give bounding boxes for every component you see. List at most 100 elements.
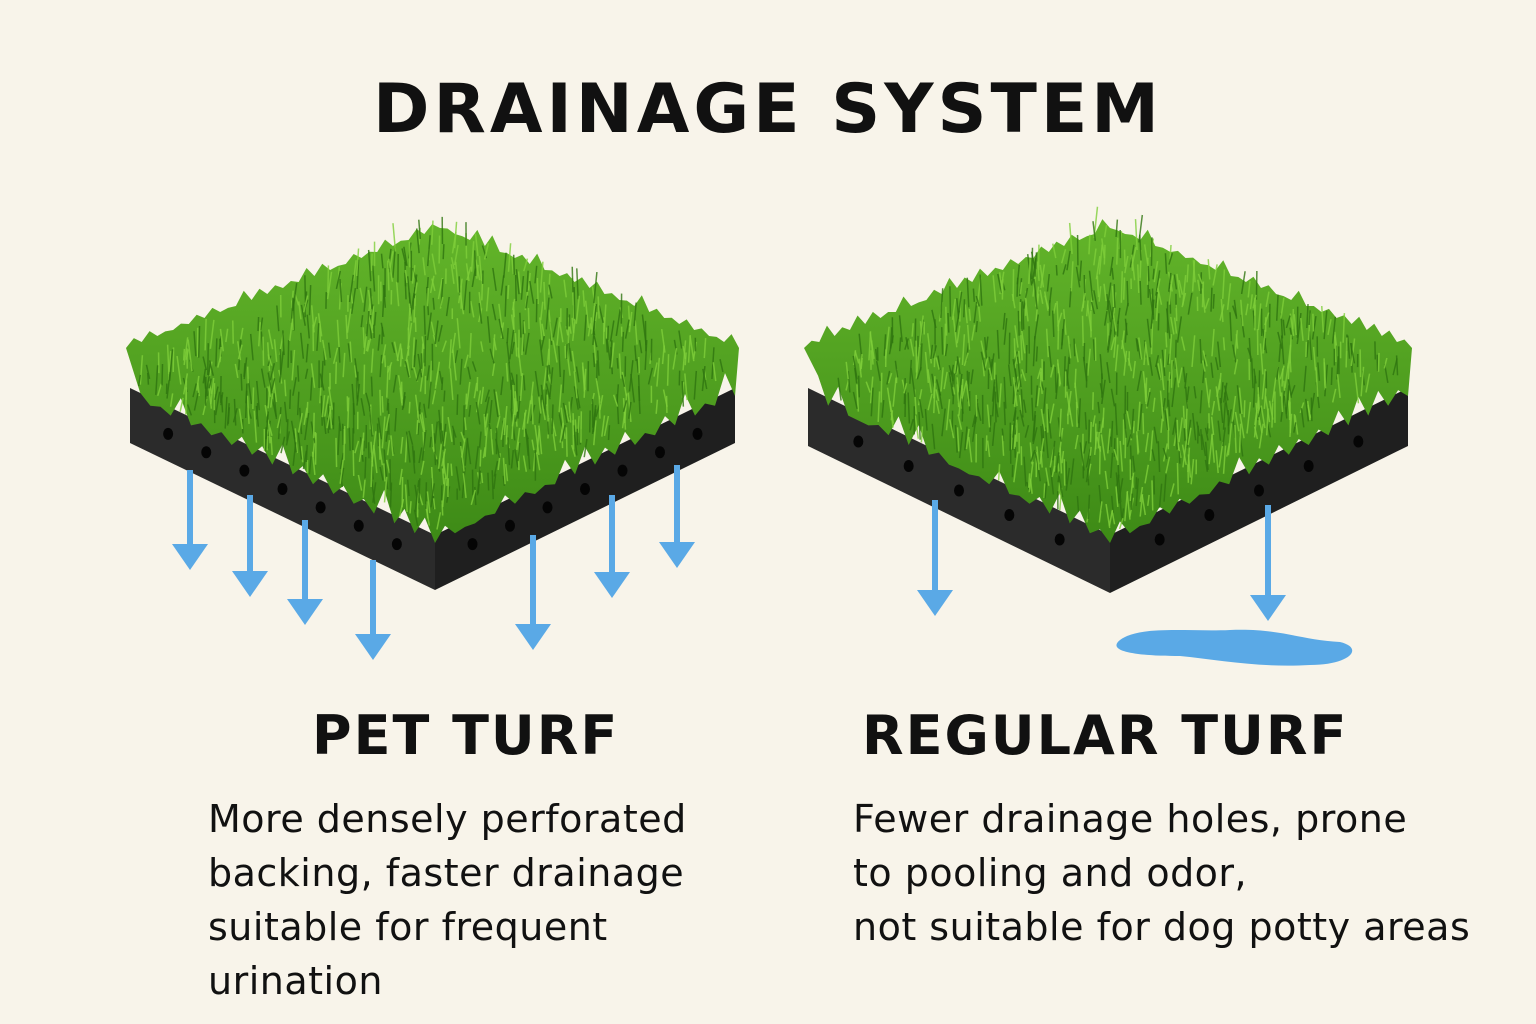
grass-blade	[517, 395, 521, 419]
grass-blade	[1232, 305, 1238, 317]
grass-blade	[426, 491, 431, 514]
grass-blade	[1092, 415, 1096, 427]
grass-blade	[1144, 464, 1150, 484]
grass-blade	[898, 315, 903, 343]
grass-blade	[539, 301, 544, 321]
grass-blade	[975, 320, 978, 333]
drainage-hole	[692, 427, 703, 440]
grass-blade	[1308, 331, 1313, 360]
grass-blade	[1155, 294, 1160, 322]
grass-blade	[880, 372, 883, 403]
drainage-hole	[467, 538, 478, 551]
grass-blade	[1182, 366, 1186, 383]
grass-blade	[452, 429, 455, 446]
grass-blade	[473, 382, 478, 399]
grass-blade	[857, 375, 861, 398]
grass-blade	[392, 374, 398, 393]
grass-blade	[1200, 429, 1203, 451]
grass-blade	[495, 391, 501, 416]
grass-blade	[558, 322, 564, 343]
grass-blade	[1240, 271, 1246, 295]
description-line: suitable for frequent	[208, 905, 608, 949]
grass-blade	[556, 317, 561, 346]
grass-blade	[1042, 387, 1047, 414]
grass-blade	[1289, 334, 1292, 364]
grass-blade	[945, 306, 948, 336]
grass-blade	[480, 472, 484, 484]
grass-blade	[1327, 319, 1332, 336]
page-title: DRAINAGE SYSTEM	[373, 70, 1163, 149]
grass-blade	[503, 252, 507, 278]
grass-blade	[439, 296, 444, 309]
grass-blade	[1184, 373, 1188, 389]
grass-blade	[237, 344, 243, 360]
regular-turf-block	[804, 206, 1412, 666]
grass-blade	[500, 275, 505, 296]
grass-blade	[637, 386, 641, 414]
grass-blade	[1138, 403, 1143, 431]
grass-blade	[431, 253, 437, 275]
grass-blade	[573, 287, 576, 319]
grass-blade	[954, 425, 958, 453]
grass-blade	[610, 342, 615, 368]
grass-blade	[514, 333, 518, 357]
grass-blade	[1214, 357, 1219, 371]
grass-blade	[445, 296, 450, 317]
grass-blade	[1239, 413, 1245, 439]
grass-blade	[406, 359, 411, 378]
grass-blade	[379, 466, 384, 481]
grass-blade	[483, 243, 490, 260]
grass-blade	[523, 258, 529, 272]
grass-blade	[558, 384, 563, 415]
grass-blade	[1206, 423, 1210, 434]
grass-blade	[406, 479, 410, 497]
grass-blade	[571, 444, 576, 457]
grass-blade	[182, 373, 189, 395]
grass-blade	[1212, 293, 1215, 309]
grass-blade	[924, 351, 930, 384]
grass-blade	[475, 259, 481, 281]
grass-blade	[1331, 388, 1337, 403]
grass-blade	[582, 290, 586, 307]
grass-blade	[1079, 442, 1085, 471]
grass-blade	[1191, 260, 1196, 292]
grass-blade	[371, 431, 377, 463]
grass-blade	[1146, 391, 1151, 407]
grass-blade	[562, 402, 568, 424]
regular-turf-label: REGULAR TURF	[862, 704, 1349, 767]
grass-blade	[575, 366, 580, 383]
grass-blade	[207, 363, 211, 376]
grass-blade	[514, 411, 519, 422]
grass-blade	[317, 313, 323, 337]
grass-blade	[1168, 272, 1172, 292]
grass-blade	[456, 394, 459, 415]
grass-blade	[911, 323, 914, 337]
grass-blade	[208, 388, 213, 409]
grass-blade	[486, 316, 491, 343]
grass-blade	[227, 407, 231, 424]
grass-blade	[1110, 420, 1114, 447]
grass-blade	[1281, 368, 1284, 387]
grass-blade	[483, 414, 487, 436]
grass-blade	[474, 446, 479, 469]
grass-blade	[1013, 451, 1019, 483]
grass-blade	[1049, 465, 1055, 495]
grass-blade	[359, 287, 364, 303]
grass-blade	[1173, 274, 1178, 290]
grass-blade	[1033, 278, 1038, 310]
grass-blade	[1036, 367, 1042, 380]
grass-blade	[572, 420, 575, 450]
grass-blade	[277, 407, 282, 440]
grass-blade	[1282, 319, 1286, 336]
grass-blade	[484, 389, 490, 403]
grass-blade	[517, 442, 521, 462]
grass-blade	[1063, 356, 1066, 387]
grass-blade	[593, 335, 598, 348]
grass-blade	[491, 470, 494, 500]
grass-blade	[327, 265, 330, 293]
grass-blade	[1240, 299, 1244, 327]
grass-blade	[1031, 397, 1034, 421]
drainage-hole	[580, 483, 590, 495]
grass-blade	[1112, 311, 1117, 332]
description-line: Fewer drainage holes, prone	[853, 797, 1408, 841]
